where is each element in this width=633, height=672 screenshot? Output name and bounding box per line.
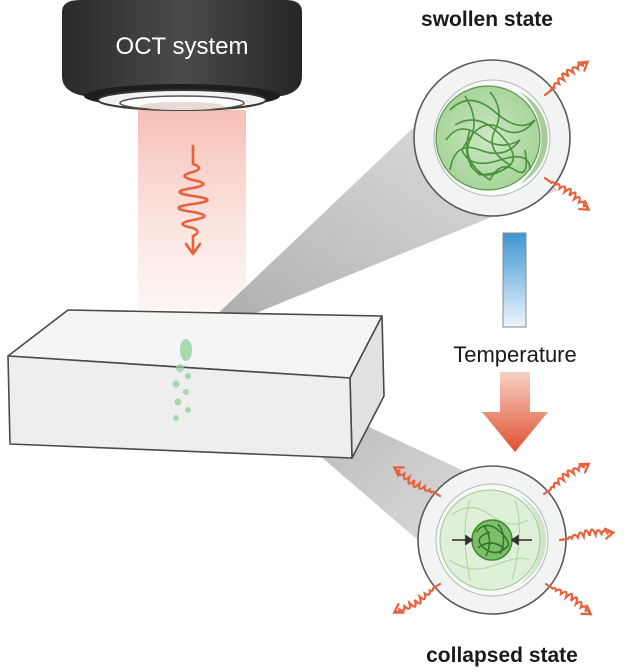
collapsed-particle-icon [417,465,567,615]
collapsed-emission-waves [392,462,616,616]
oct-device: OCT system [62,0,302,111]
temperature-gradient-bar [502,232,527,328]
swollen-particle-icon [413,59,571,217]
particle-trail [172,339,192,421]
swollen-state-label: swollen state [421,8,553,31]
light-beam [138,110,246,310]
collapsed-state-label: collapsed state [426,644,578,667]
tissue-block [7,309,385,459]
temperature-label: Temperature [453,342,577,367]
device-label: OCT system [116,33,249,60]
temperature-arrow [482,372,548,452]
swollen-emission-waves [543,60,591,211]
wave-packet-icon [177,144,209,256]
